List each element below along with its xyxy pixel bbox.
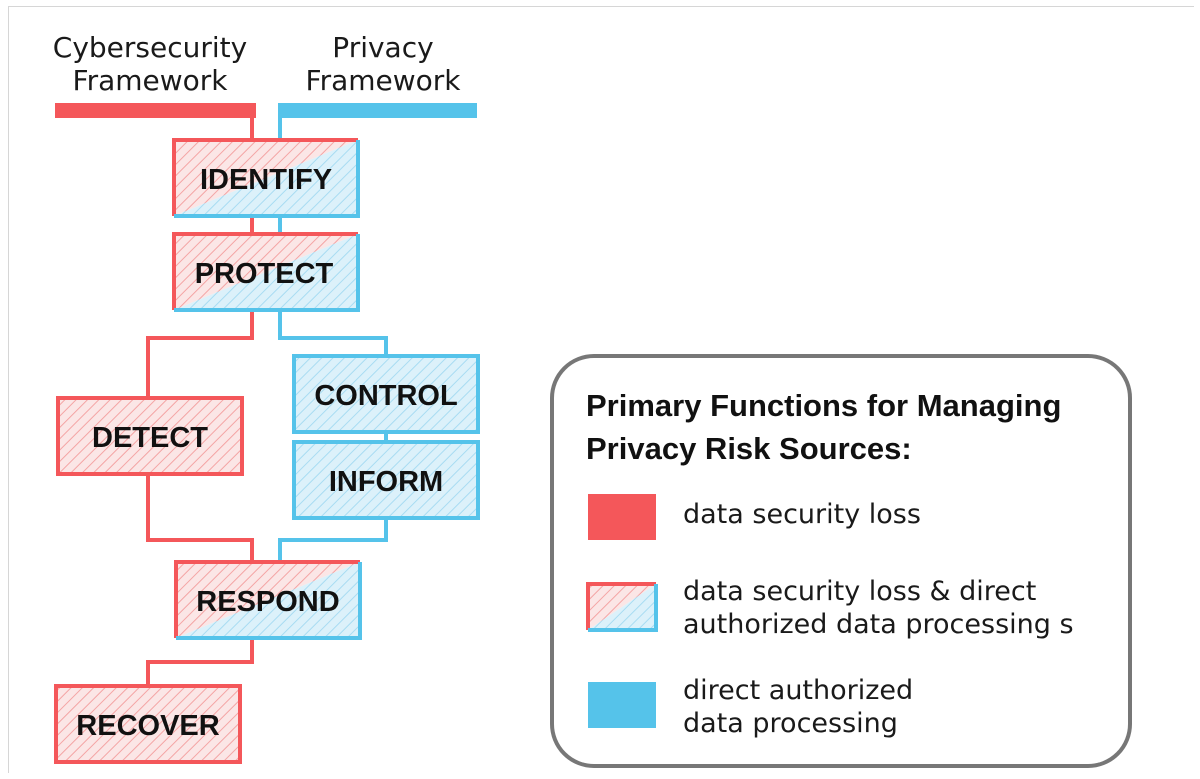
legend-frame: [550, 354, 1132, 768]
legend-item-security: data security loss: [683, 499, 921, 530]
cybersecurity-connectors: [146, 118, 254, 686]
inform-box: INFORM: [292, 440, 480, 520]
recover-box: RECOVER: [54, 684, 242, 764]
inform-label: INFORM: [329, 466, 443, 498]
cybersecurity-header-line2: Framework: [73, 64, 229, 97]
legend-title-line1: Primary Functions for Managing: [586, 388, 1061, 423]
legend-swatch-privacy: [588, 682, 656, 728]
respond-label: RESPOND: [196, 586, 339, 618]
legend-item-both-line2: authorized data processing s: [683, 609, 1074, 640]
cybersecurity-bar: [55, 103, 256, 118]
privacy-header-line1: Privacy: [332, 31, 433, 64]
legend-title-line2: Privacy Risk Sources:: [586, 431, 912, 466]
legend-item-privacy-line2: data processing: [683, 708, 898, 739]
detect-label: DETECT: [92, 422, 208, 454]
privacy-bar: [278, 103, 477, 118]
privacy-header-line2: Framework: [306, 64, 462, 97]
respond-box: RESPOND: [174, 560, 362, 640]
legend-item-privacy-line1: direct authorized: [683, 675, 913, 706]
protect-label: PROTECT: [195, 258, 334, 290]
protect-box: PROTECT: [172, 232, 360, 312]
detect-box: DETECT: [56, 396, 244, 476]
legend-swatch-both: [586, 582, 658, 632]
identify-box: IDENTIFY: [172, 138, 360, 218]
identify-label: IDENTIFY: [200, 164, 332, 196]
recover-label: RECOVER: [76, 710, 219, 742]
legend-item-both-line1: data security loss & direct: [683, 576, 1036, 607]
legend: Primary Functions for Managing Privacy R…: [550, 354, 1132, 768]
legend-swatch-security: [588, 494, 656, 540]
cybersecurity-header-line1: Cybersecurity: [53, 31, 247, 64]
control-label: CONTROL: [314, 380, 457, 412]
control-box: CONTROL: [292, 354, 480, 434]
frame-border: [8, 6, 1194, 773]
